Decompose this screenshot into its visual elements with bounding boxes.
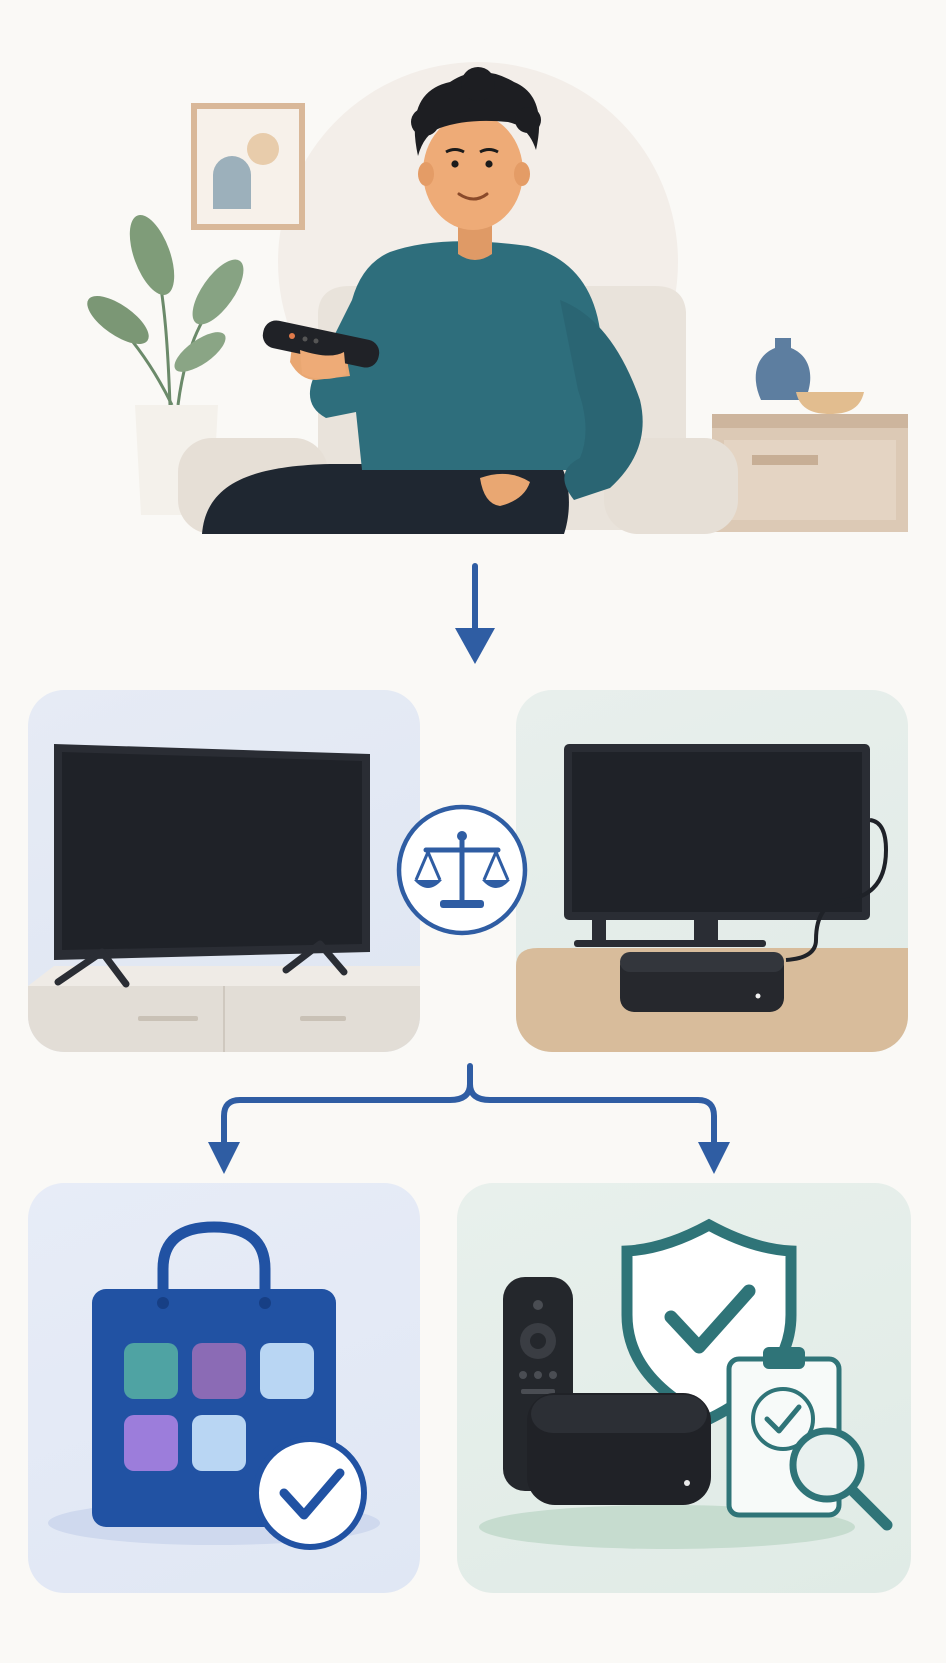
app-store-panel <box>28 1183 420 1593</box>
scales-icon <box>396 804 528 936</box>
smart-tv <box>28 744 420 1052</box>
smart-tv-panel <box>28 690 420 1052</box>
magnifier-icon <box>789 1427 893 1531</box>
tv-remote <box>262 320 380 379</box>
app-store-bag <box>48 1221 380 1550</box>
streaming-box-panel <box>516 690 908 1052</box>
secure-device-panel <box>457 1183 911 1593</box>
wall-picture <box>191 103 305 230</box>
living-room-scene <box>87 62 908 534</box>
branch-arrow-icon <box>208 1063 730 1174</box>
tv-with-streaming-box <box>516 744 908 1052</box>
arrow-down-icon <box>455 563 495 664</box>
secure-streaming-device <box>479 1218 893 1549</box>
side-table <box>712 338 908 532</box>
checkmark-icon <box>253 1436 367 1550</box>
